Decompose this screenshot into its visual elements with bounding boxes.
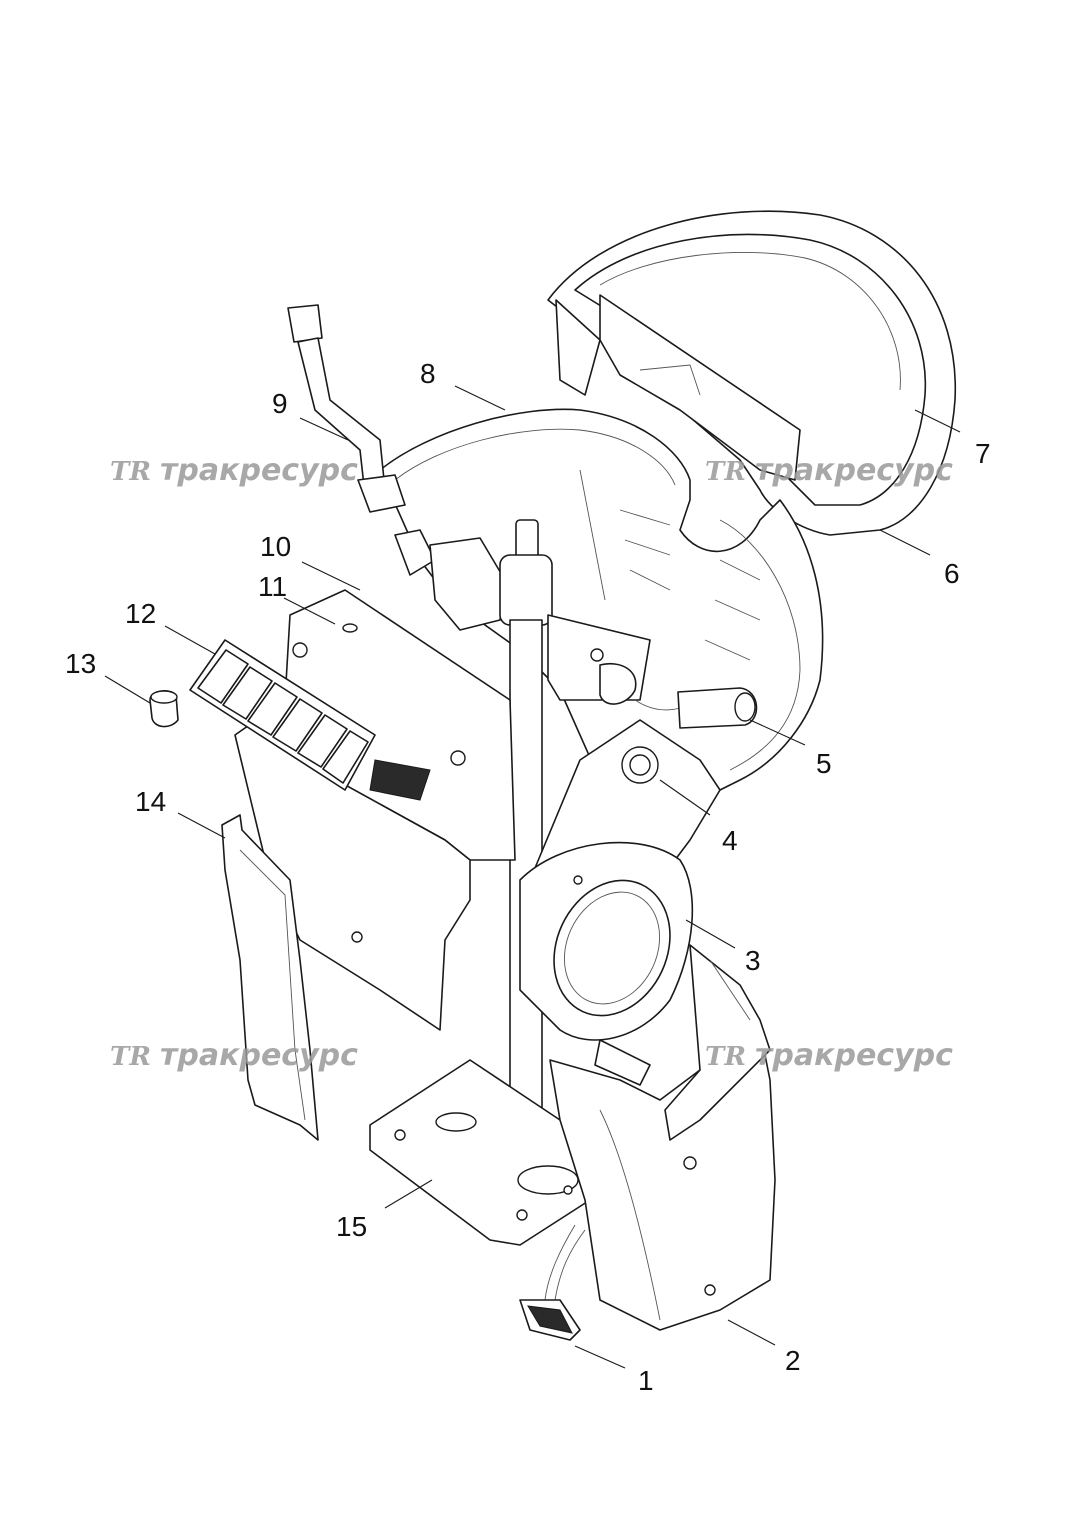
- part-1-harness-connector: [519, 1224, 586, 1341]
- watermark-logo: TR: [705, 457, 746, 487]
- callout-5: 5: [816, 748, 832, 779]
- part-2-lower-shroud: [549, 944, 776, 1331]
- watermark-top-left: TR тракресурс: [110, 453, 358, 488]
- callout-8: 8: [420, 358, 436, 389]
- callout-10: 10: [260, 531, 291, 562]
- callout-2: 2: [785, 1345, 801, 1376]
- part-14-side-trim: [221, 814, 319, 1141]
- callout-14: 14: [135, 786, 166, 817]
- callout-labels: 1 2 3 4 5 6 7 8 9 10 11 12 13 14 15: [65, 358, 991, 1396]
- callout-4: 4: [722, 825, 738, 856]
- watermark-text: тракресурс: [755, 453, 953, 488]
- watermark-text: тракресурс: [160, 453, 358, 488]
- part-12-switch-bezel: [189, 639, 431, 801]
- callout-3: 3: [745, 945, 761, 976]
- callout-7: 7: [975, 438, 991, 469]
- watermark-logo: TR: [110, 1042, 151, 1072]
- callout-13: 13: [65, 648, 96, 679]
- part-11-switch-panel-housing: [234, 589, 516, 1031]
- watermark-bottom-right: TR тракресурс: [705, 1038, 953, 1073]
- callout-1: 1: [638, 1365, 654, 1396]
- watermark-text: тракресурс: [755, 1038, 953, 1073]
- part-3-column-cover: [519, 841, 694, 1041]
- callout-15: 15: [336, 1211, 367, 1242]
- watermark-text: тракресурс: [160, 1038, 358, 1073]
- part-5-connector: [634, 687, 758, 729]
- part-10-switch: [394, 529, 506, 631]
- watermark-logo: TR: [705, 1042, 746, 1072]
- callout-6: 6: [944, 558, 960, 589]
- watermark-logo: TR: [110, 457, 151, 487]
- watermark-top-right: TR тракресурс: [705, 453, 953, 488]
- callout-12: 12: [125, 598, 156, 629]
- part-7-cluster-hood: [547, 210, 957, 536]
- part-13-plug: [149, 690, 179, 728]
- leader-lines: [104, 385, 961, 1369]
- callout-9: 9: [272, 388, 288, 419]
- watermark-bottom-left: TR тракресурс: [110, 1038, 358, 1073]
- part-15-base-plate: [369, 1059, 591, 1246]
- part-9-lever: [287, 304, 406, 513]
- callout-11: 11: [258, 571, 287, 602]
